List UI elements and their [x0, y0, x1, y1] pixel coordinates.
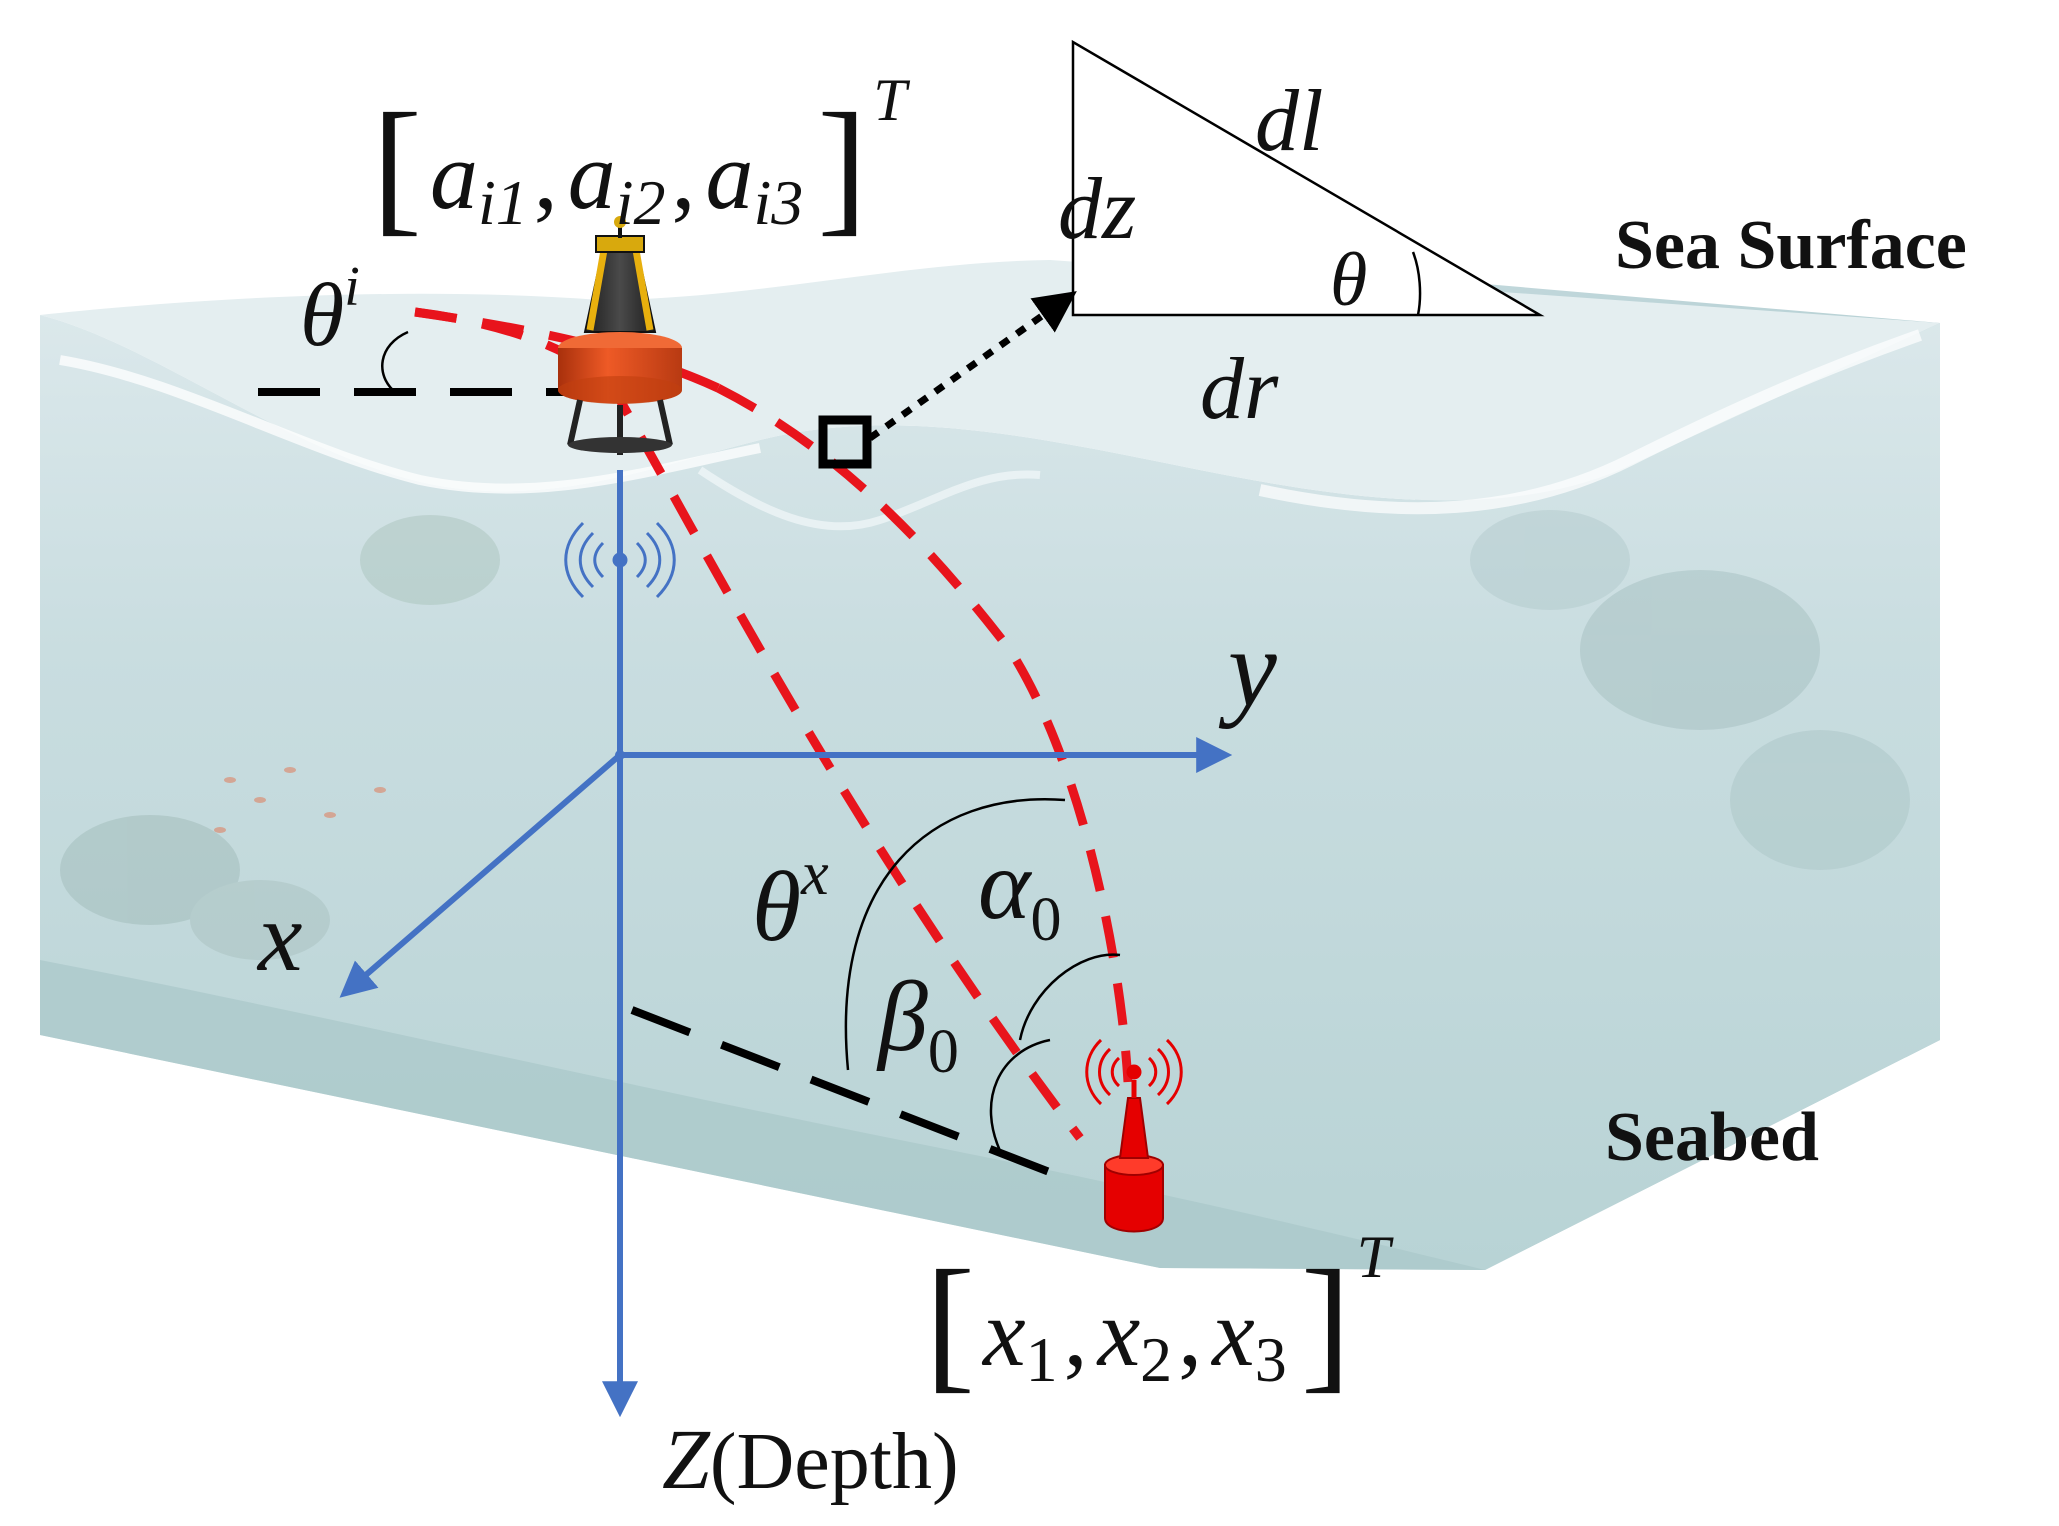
- angle-arcs: [381, 330, 1121, 1156]
- x3-base: x: [1210, 1279, 1255, 1386]
- axis-z-variable: Z: [662, 1411, 711, 1507]
- theta-i-label: θi: [300, 256, 360, 365]
- seabed-projection-reference: [630, 1006, 1072, 1184]
- a2-sub: i2: [616, 167, 666, 238]
- axis-x: [339, 752, 622, 998]
- water-volume: [40, 260, 1940, 1270]
- axis-z-note: (Depth): [710, 1418, 959, 1506]
- axis-x-label: x: [256, 881, 302, 992]
- dotted-zoom-arrow: [867, 291, 1077, 441]
- coral-decoration: [60, 510, 1910, 960]
- open-bracket: [: [925, 1240, 975, 1406]
- close-bracket: ]: [817, 83, 867, 249]
- comma-2: ,: [1178, 1279, 1202, 1386]
- axis-origin: [615, 750, 625, 760]
- ray-path-right: [715, 383, 1133, 1083]
- triangle-dz-label: dz: [1058, 161, 1136, 258]
- coordinate-axes: [339, 470, 1233, 1418]
- ray-path-left: [414, 307, 1084, 1141]
- fish-decoration: [214, 767, 386, 833]
- beta-sub: 0: [928, 1018, 959, 1086]
- alpha-label: α0: [978, 829, 1062, 954]
- open-bracket: [: [372, 83, 422, 249]
- x1-base: x: [981, 1279, 1026, 1386]
- triangle-dr-label: dr: [1200, 341, 1279, 438]
- ray-segment-marker: [818, 415, 872, 469]
- ray-triangle-inset: dl dz θ dr: [1058, 39, 1545, 438]
- wave-crest: [59, 355, 761, 494]
- water-front-face: [40, 315, 1940, 1270]
- triangle-theta-arc: [1411, 251, 1422, 316]
- beta-label: β0: [876, 961, 959, 1086]
- transponder-coordinate-label: [x1,x2,x3]T: [925, 1224, 1394, 1406]
- signal-wave-icon: [564, 521, 676, 599]
- triangle-shape: [1071, 39, 1545, 317]
- theta-x-sup: x: [800, 840, 829, 908]
- a3-sub: i3: [754, 167, 804, 238]
- theta-x-base: θ: [752, 851, 801, 962]
- buoy-coordinate-label: [ai1,ai2,ai3]T: [372, 67, 910, 249]
- transponder-icon: [1104, 1080, 1164, 1233]
- sea-surface-band: [40, 260, 1940, 501]
- transpose-mark: T: [873, 67, 910, 133]
- a1-base: a: [430, 122, 478, 229]
- x2-sub: 2: [1140, 1324, 1172, 1395]
- transpose-mark: T: [1357, 1224, 1394, 1290]
- theta-x-label: θx: [752, 840, 829, 962]
- comma-1: ,: [534, 122, 558, 229]
- beta-arc: [989, 1038, 1051, 1156]
- theta-i-base: θ: [300, 266, 344, 365]
- x1-sub: 1: [1026, 1324, 1058, 1395]
- triangle-dl-label: dl: [1255, 73, 1323, 170]
- comma-1: ,: [1064, 1279, 1088, 1386]
- signal-wave-icon: [1085, 1038, 1183, 1106]
- theta-x-arc: [844, 798, 1066, 1071]
- seabed-label: Seabed: [1605, 1099, 1819, 1176]
- axis-z-label: Z(Depth): [662, 1411, 959, 1507]
- alpha-arc: [1018, 953, 1121, 1041]
- a2-base: a: [568, 122, 616, 229]
- alpha-base: α: [978, 829, 1033, 940]
- comma-2: ,: [672, 122, 696, 229]
- axis-y-label: y: [1218, 607, 1277, 729]
- theta-i-sup: i: [344, 256, 360, 318]
- reference-lines: [258, 388, 1072, 1184]
- theta-i-arc: [381, 330, 409, 393]
- beta-base: β: [876, 961, 928, 1072]
- a3-base: a: [706, 122, 754, 229]
- x3-sub: 3: [1255, 1324, 1287, 1395]
- x2-base: x: [1096, 1279, 1141, 1386]
- wave-crest: [1258, 329, 1922, 515]
- close-bracket: ]: [1301, 1240, 1351, 1406]
- triangle-theta-label: θ: [1330, 238, 1367, 322]
- sea-surface-label: Sea Surface: [1615, 207, 1967, 284]
- alpha-sub: 0: [1031, 886, 1062, 954]
- a1-sub: i1: [478, 167, 528, 238]
- buoy-icon: [558, 216, 682, 455]
- wave-crest: [697, 466, 1041, 531]
